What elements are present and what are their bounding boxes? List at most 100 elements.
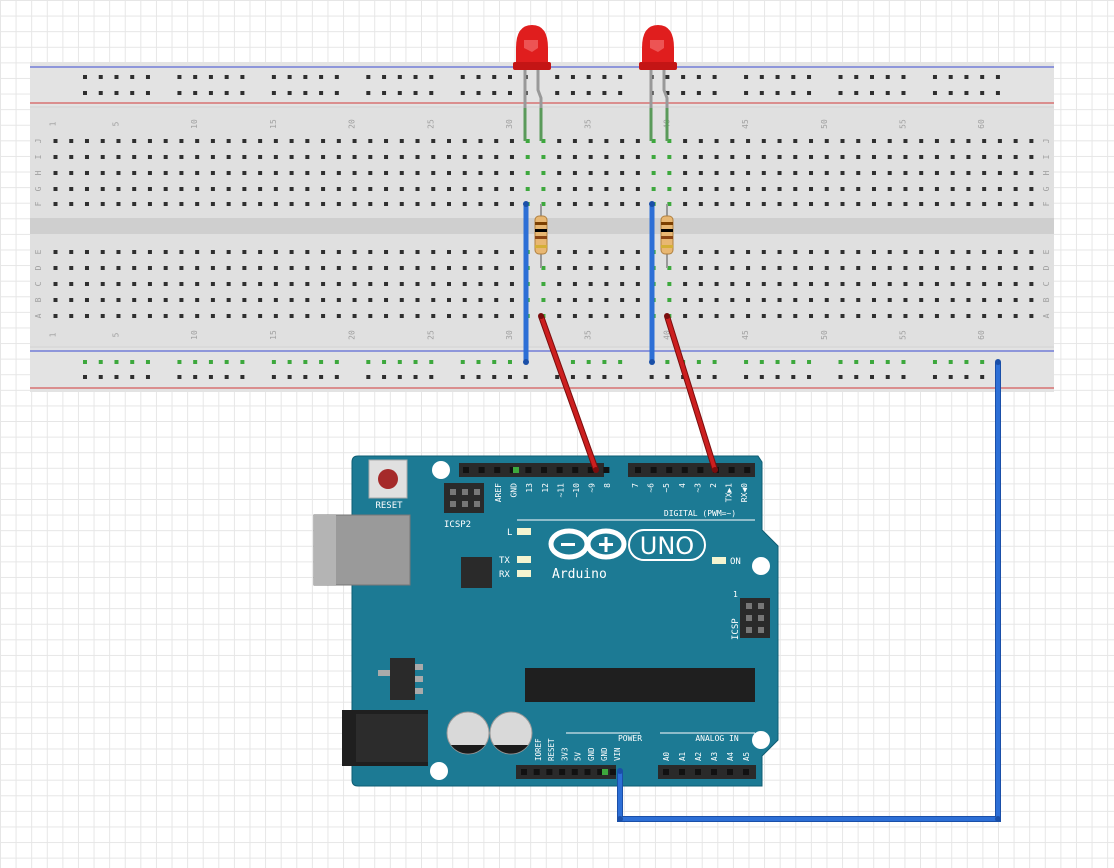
- row-letter: G: [34, 186, 43, 191]
- breadboard-hole: [1013, 187, 1018, 191]
- breadboard-hole: [163, 266, 168, 270]
- breadboard-hole: [934, 250, 939, 254]
- rail-hole: [224, 360, 229, 364]
- rail-hole: [995, 91, 1000, 95]
- breadboard-hole: [462, 282, 467, 286]
- breadboard-hole: [69, 171, 74, 175]
- row-letter: G: [1042, 186, 1051, 191]
- breadboard-hole: [541, 202, 546, 206]
- breadboard-hole: [651, 155, 656, 159]
- breadboard-hole: [966, 202, 971, 206]
- breadboard-hole: [69, 155, 74, 159]
- rail-hole: [460, 375, 465, 379]
- breadboard-hole: [447, 298, 451, 302]
- breadboard-hole: [384, 139, 389, 143]
- breadboard-hole: [746, 202, 751, 206]
- rail-hole: [492, 91, 497, 95]
- rail-hole: [712, 375, 717, 379]
- rail-hole: [271, 75, 276, 79]
- row-letter: C: [1042, 281, 1051, 286]
- breadboard-hole: [116, 187, 121, 191]
- breadboard-hole: [69, 282, 74, 286]
- breadboard-hole: [997, 187, 1002, 191]
- breadboard-hole: [588, 202, 593, 206]
- breadboard-labels: 1155101015152020252530303535404045455050…: [34, 119, 1051, 340]
- breadboard-hole: [384, 314, 389, 318]
- breadboard-hole: [934, 266, 939, 270]
- breadboard-hole: [289, 187, 294, 191]
- rail-hole: [476, 75, 481, 79]
- column-number: 15: [269, 119, 278, 129]
- breadboard-hole: [447, 250, 451, 254]
- pin-label: ~9: [588, 483, 597, 493]
- ground-wire[interactable]: [618, 362, 1000, 821]
- header-pin: [525, 467, 532, 473]
- breadboard-hole: [132, 171, 137, 175]
- breadboard-hole: [415, 282, 420, 286]
- red-wire-2[interactable]: [665, 315, 717, 471]
- breadboard-hole: [557, 266, 562, 270]
- led-2[interactable]: [639, 25, 677, 141]
- breadboard-hole: [683, 298, 688, 302]
- resistor-2[interactable]: [660, 204, 674, 268]
- breadboard-hole: [698, 187, 703, 191]
- led-1[interactable]: [513, 25, 551, 141]
- breadboard-hole: [289, 202, 294, 206]
- row-letter: B: [1042, 297, 1051, 302]
- row-letter: A: [34, 313, 43, 318]
- rail-hole: [602, 91, 607, 95]
- rail-hole: [744, 360, 749, 364]
- column-number: 55: [898, 119, 907, 129]
- icsp-pin: [758, 615, 764, 621]
- rail-hole: [665, 91, 670, 95]
- breadboard-hole: [840, 155, 845, 159]
- rail-hole: [807, 75, 812, 79]
- header-pin: [711, 769, 717, 775]
- uno-badge: [628, 529, 706, 561]
- rail-hole: [507, 360, 512, 364]
- breadboard-hole: [210, 298, 215, 302]
- breadboard-hole: [258, 155, 263, 159]
- breadboard-hole: [462, 202, 467, 206]
- breadboard-hole: [934, 155, 939, 159]
- breadboard-hole: [179, 250, 184, 254]
- rail-hole: [838, 360, 843, 364]
- rail-hole: [224, 75, 229, 79]
- breadboard-hole: [809, 298, 814, 302]
- rail-hole: [854, 375, 859, 379]
- breadboard-hole: [132, 266, 137, 270]
- column-number: 1: [49, 332, 58, 337]
- breadboard-hole: [950, 314, 955, 318]
- column-number: 45: [741, 330, 750, 340]
- rail-hole: [224, 91, 229, 95]
- breadboard-hole: [824, 266, 829, 270]
- reset-button[interactable]: [368, 459, 408, 499]
- rail-hole: [507, 375, 512, 379]
- breadboard-hole: [698, 298, 703, 302]
- breadboard-hole: [53, 266, 58, 270]
- band: [535, 229, 547, 232]
- red-wire-1[interactable]: [539, 315, 598, 471]
- breadboard-hole: [195, 187, 200, 191]
- breadboard-hole: [651, 139, 656, 143]
- rail-hole: [980, 91, 985, 95]
- breadboard-hole: [856, 298, 861, 302]
- breadboard-hole: [305, 298, 310, 302]
- resistor-1[interactable]: [534, 204, 548, 268]
- breadboard-hole: [447, 266, 451, 270]
- breadboard-hole: [415, 139, 420, 143]
- power-label: POWER: [618, 734, 642, 743]
- breadboard-hole: [53, 139, 58, 143]
- rail-hole: [208, 375, 213, 379]
- breadboard-hole: [352, 139, 357, 143]
- breadboard-hole: [462, 187, 467, 191]
- breadboard-hole: [509, 202, 514, 206]
- rail-hole: [319, 375, 324, 379]
- breadboard-hole: [997, 139, 1002, 143]
- breadboard-hole: [761, 139, 766, 143]
- breadboard-hole: [494, 171, 499, 175]
- breadboard-hole: [305, 202, 310, 206]
- breadboard-hole: [368, 139, 373, 143]
- breadboard-hole: [100, 282, 105, 286]
- breadboard-hole: [588, 250, 593, 254]
